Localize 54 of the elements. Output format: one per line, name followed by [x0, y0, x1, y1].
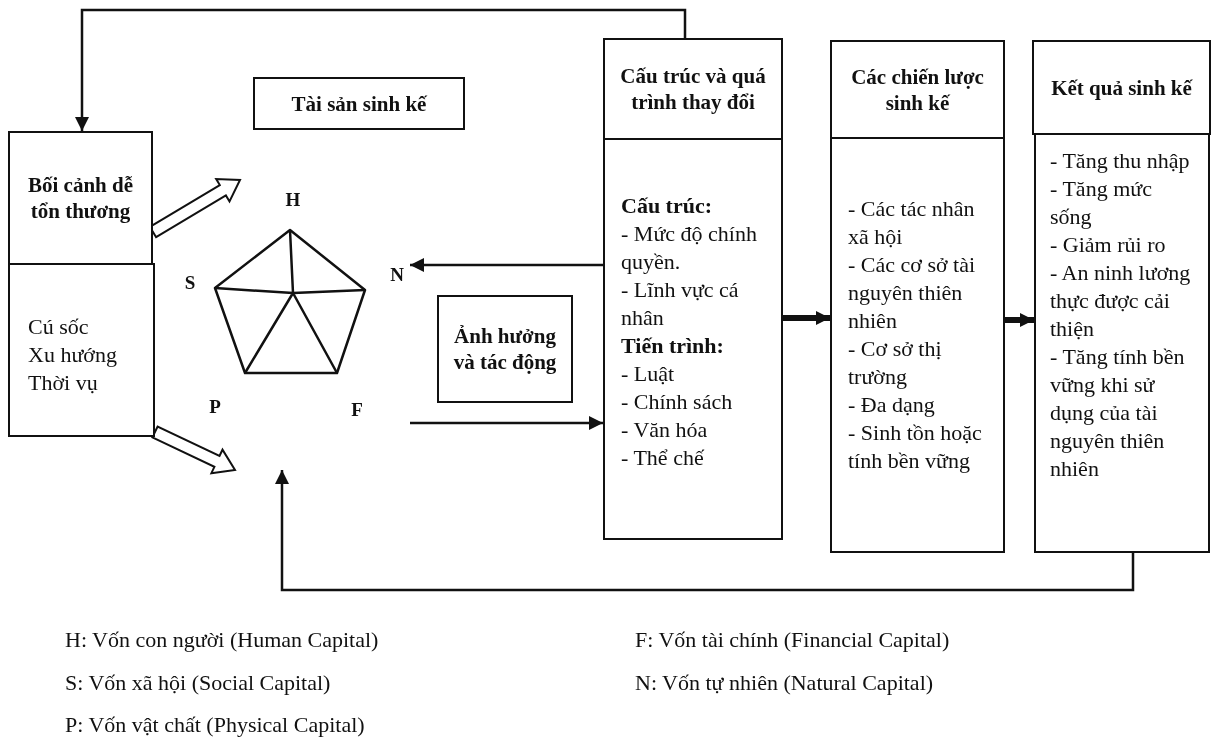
list-item: - Chính sách [621, 388, 734, 416]
arrow [410, 258, 603, 272]
vertex-letter: P [209, 396, 221, 418]
list-item: - An ninh lương thực được cải thiện [1050, 259, 1192, 343]
context-header-box [8, 131, 153, 265]
list-item: - Tăng thu nhập [1050, 147, 1191, 175]
box-heading: Bối cảnh dễ tổn thương [27, 172, 134, 224]
thick-arrow [1005, 313, 1034, 327]
legend-note: H: Vốn con người (Human Capital) [65, 627, 379, 653]
arrow [75, 8, 687, 131]
thick-arrow [783, 311, 830, 325]
list-item: - Cơ sở thị trường [848, 335, 943, 391]
list-item: - Các cơ sở tài nguyên thiên nhiên [848, 251, 977, 335]
hollow-arrow [151, 425, 237, 475]
structures-header-box [603, 38, 783, 140]
list-item: - Tăng tính bền vững khi sử dụng của tài nguyên thiên nhiên [1050, 343, 1186, 483]
arrow [410, 416, 603, 430]
list-item: - Lĩnh vực cá nhân [621, 276, 740, 332]
list-item: - Sinh tồn hoặc tính bền vững [848, 419, 983, 475]
list-item: Cú sốc [28, 313, 90, 341]
strategies-list-box [830, 137, 1005, 553]
legend-note: N: Vốn tự nhiên (Natural Capital) [635, 670, 934, 696]
legend-note: F: Vốn tài chính (Financial Capital) [635, 627, 950, 653]
vertex-letter: H [285, 189, 301, 211]
legend-note: P: Vốn vật chất (Physical Capital) [65, 712, 365, 738]
outcomes-header-box [1032, 40, 1211, 135]
strategies-header-box [830, 40, 1005, 139]
list-item: - Tăng mức sống [1050, 175, 1153, 231]
structures-list-box [603, 138, 783, 540]
box-heading: Các chiến lược sinh kế [850, 63, 985, 116]
list-item: Tiến trình: [621, 332, 725, 360]
list-item: Xu hướng [28, 341, 118, 369]
list-item: - Văn hóa [621, 416, 709, 444]
vertex-letter: N [390, 264, 404, 286]
context-list-box [8, 263, 155, 437]
assets-title-box [253, 77, 465, 130]
list-item: - Thể chế [621, 444, 705, 472]
box-heading: Kết quả sinh kế [1051, 74, 1192, 101]
box-heading: Tài sản sinh kế [291, 90, 427, 117]
legend-note: S: Vốn xã hội (Social Capital) [65, 670, 331, 696]
list-item: Thời vụ [28, 369, 99, 397]
vertex-letter: F [351, 399, 363, 421]
arrow [275, 470, 1135, 592]
list-item: - Giảm rủi ro [1050, 231, 1167, 259]
list-item: Cấu trúc: [621, 192, 714, 220]
list-item: - Mức độ chính quyền. [621, 220, 758, 276]
list-item: - Đa dạng [848, 391, 936, 419]
list-item: - Luật [621, 360, 676, 388]
list-item: - Các tác nhân xã hội [848, 195, 976, 251]
box-heading: Cấu trúc và quá trình thay đổi [619, 63, 767, 115]
outcomes-list-box [1034, 133, 1210, 553]
influence-box [437, 295, 573, 403]
vertex-letter: S [184, 272, 196, 294]
box-heading: Ảnh hưởng và tác động [452, 323, 558, 375]
